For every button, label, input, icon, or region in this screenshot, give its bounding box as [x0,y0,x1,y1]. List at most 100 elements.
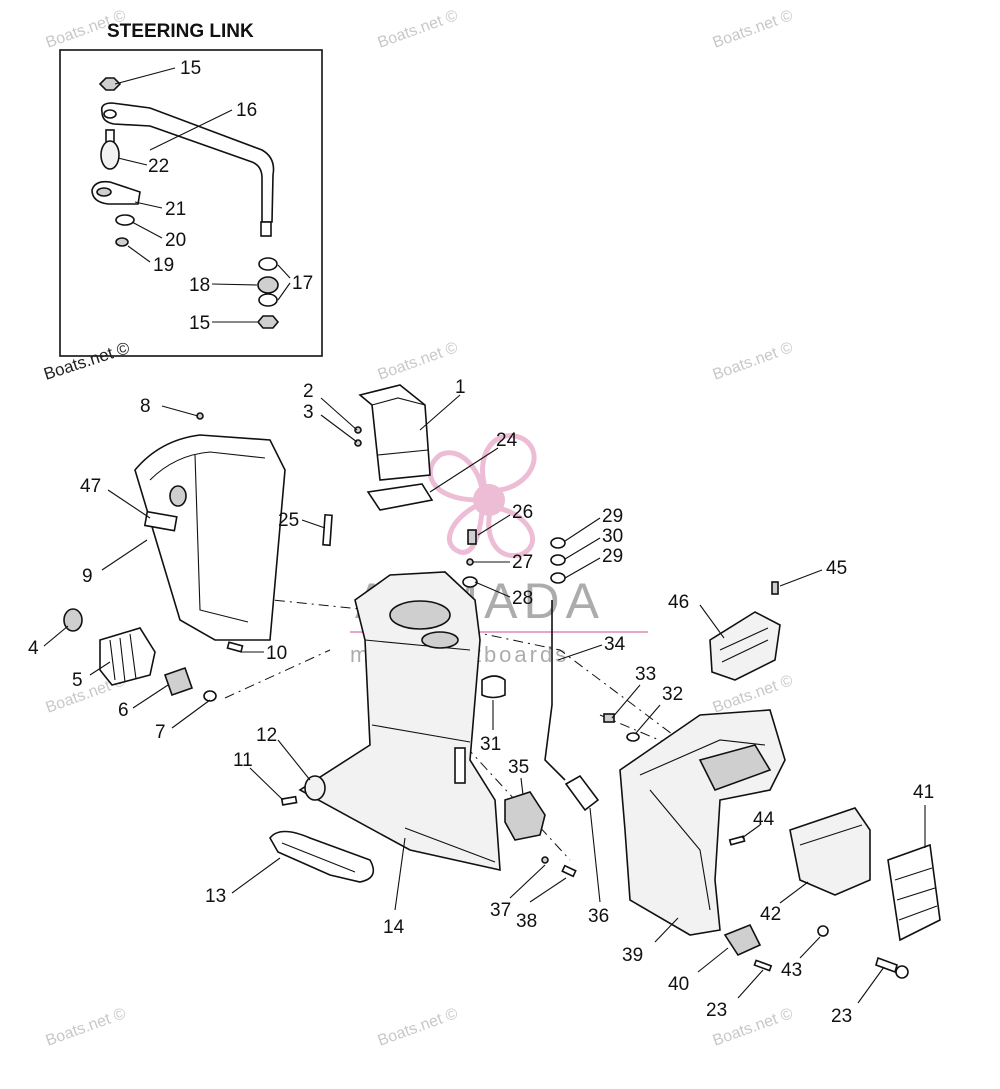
cover-46 [709,611,781,681]
washer-28 [462,576,478,588]
shift-rod-grip [564,774,600,812]
callout-10: 10 [266,643,287,664]
cover-grommet [143,510,178,532]
screw-26 [467,529,477,545]
callout-37: 37 [490,900,511,921]
nut-15-top [98,77,122,91]
housing-port [421,631,459,649]
washer-43 [817,925,829,937]
cover-42 [789,807,871,896]
screw-11 [280,795,298,806]
pin-23-head [895,965,909,979]
arm-eye [103,109,117,119]
pin-25 [322,513,333,547]
watermark: Boats.net © [711,7,796,52]
washer-32 [626,732,640,742]
callout-2: 2 [303,381,314,402]
callout-labels: 15 16 22 21 20 19 18 17 15 1 2 3 8 24 47… [28,58,934,1027]
callout-9: 9 [82,566,93,587]
callout-33: 33 [635,664,656,685]
screw-38 [561,864,577,878]
callout-19: 19 [153,255,174,276]
nut-15-bottom [256,315,280,329]
gasket [366,483,434,511]
callout-32: 32 [662,684,683,705]
callout-17: 17 [292,273,313,294]
callout-42: 42 [760,904,781,925]
callout-23: 23 [831,1006,852,1027]
housing-flange [454,747,466,784]
callout-31: 31 [480,734,501,755]
exploded-view [63,384,941,979]
alignment-line [224,649,331,699]
callout-1: 1 [455,377,466,398]
callout-36: 36 [588,906,609,927]
callout-29: 29 [602,506,623,527]
callout-22: 22 [148,156,169,177]
propeller-icon [427,433,537,559]
screw-45 [771,581,779,595]
washer-20 [115,214,135,226]
nut-29 [550,537,566,549]
callout-41: 41 [913,782,934,803]
callout-27: 27 [512,552,533,573]
watermark: Boats.net © [44,1005,129,1050]
inset-watermark: Boats.net © [41,338,132,384]
callout-44: 44 [753,809,775,830]
watermark: Boats.net © [376,339,461,384]
leader-lines [43,67,926,1004]
callout-29: 29 [602,546,623,567]
callout-15: 15 [180,58,201,79]
inset-title: STEERING LINK [107,21,254,42]
screw-2 [354,426,362,434]
callout-30: 30 [602,526,623,547]
watermark: Boats.net © [711,339,796,384]
watermark: Boats.net © [376,1005,461,1050]
callout-45: 45 [826,558,847,579]
watermark: Boats.net © [711,672,796,717]
bushing-17-top [258,257,278,271]
pin-23 [753,959,773,972]
callout-12: 12 [256,725,277,746]
callout-8: 8 [140,396,151,417]
bushing-17-bottom [258,293,278,307]
callout-3: 3 [303,402,314,423]
callout-23: 23 [706,1000,727,1021]
plug-12 [304,775,326,801]
arm-pin [260,221,272,237]
screw-33 [603,713,615,723]
callout-35: 35 [508,757,529,778]
plate-41 [887,843,941,942]
nut-29 [550,572,566,584]
screw-19 [115,237,129,247]
callout-13: 13 [205,886,226,907]
callout-47: 47 [80,476,101,497]
screw-10 [226,641,244,653]
callout-43: 43 [781,960,802,981]
exhaust-housing-cover [134,434,286,641]
callout-14: 14 [383,917,405,938]
callout-15: 15 [189,313,210,334]
grommet-31 [481,675,506,699]
callout-34: 34 [604,634,626,655]
callout-11: 11 [233,750,253,771]
callout-46: 46 [668,592,689,613]
boot-5 [99,627,156,686]
ball-joint [100,140,120,170]
housing-top-plate [389,600,451,630]
callout-6: 6 [118,700,129,721]
gearcase-deck [698,744,772,791]
callout-21: 21 [165,199,186,220]
shift-rod [544,600,566,781]
callout-39: 39 [622,945,643,966]
callout-38: 38 [516,911,537,932]
callout-20: 20 [165,230,186,251]
screw-44 [728,835,746,846]
callout-26: 26 [512,502,533,523]
callout-5: 5 [72,670,83,691]
callout-18: 18 [189,275,210,296]
washer-30 [550,554,566,566]
grommet-4 [63,608,83,632]
callout-4: 4 [28,638,39,659]
spring-6 [163,666,194,697]
